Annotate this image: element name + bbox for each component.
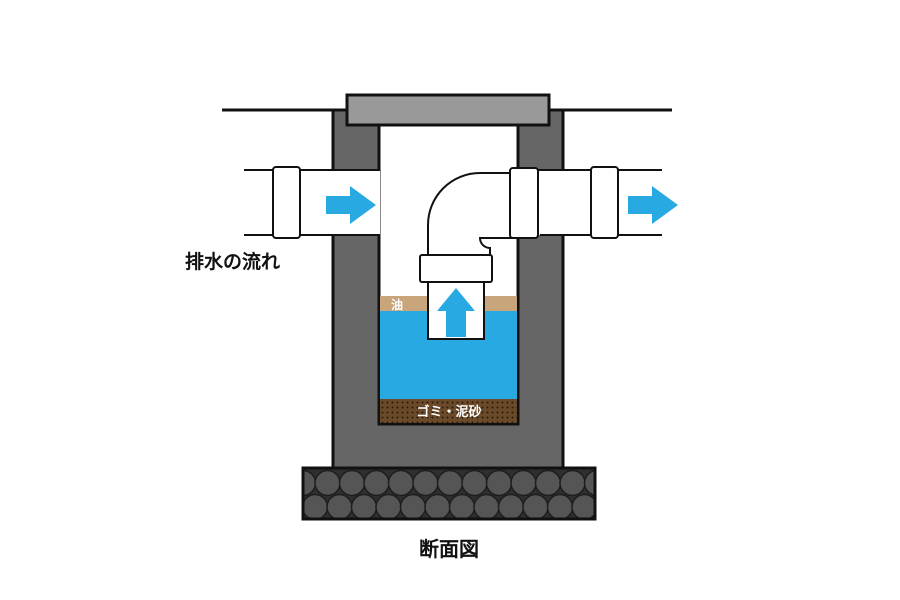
sediment-label: ゴミ・泥砂 [416,404,481,420]
gravel-stone [350,493,378,519]
gravel-stone [571,493,595,519]
gravel-stone [583,469,595,497]
upflow-arrow-icon [437,288,475,337]
gravel-stone [338,469,366,497]
sediment-layer [380,399,517,423]
gravel-stone [461,469,488,497]
flow-label: 排水の流れ [185,250,280,273]
gravel-stone [399,493,427,519]
gravel-stone [473,493,500,519]
gravel-stone [387,469,415,497]
gravel-stone [436,469,464,497]
gravel-stone [375,493,402,519]
gravel-stone [559,469,586,497]
manhole-cover [345,93,551,127]
gravel-stone [534,469,562,497]
gravel-stone [522,493,549,519]
gravel-stone [412,469,439,497]
elbow-pipe [427,172,513,257]
gravel-stone [448,493,476,519]
caption-label: 断面図 [419,537,479,561]
outlet-pipe-coupling [590,166,619,239]
gravel-stone [485,469,513,497]
outflow-arrow-icon [628,186,678,224]
flow-arrow-icon [326,186,376,224]
gravel-stones [303,469,595,519]
gravel-stone [314,469,341,497]
gravel-stone [303,493,329,519]
stone-base-outline [301,466,597,521]
elbow-pipe-lower-joint [419,254,493,283]
gravel-stone [510,469,537,497]
elbow-pipe-upper-joint [509,167,539,239]
gravel-stone [546,493,574,519]
oil-label: 油 [391,297,403,312]
gravel-stone [497,493,525,519]
gravel-stone [326,493,353,519]
gravel-stone [424,493,451,519]
gravel-stone [363,469,390,497]
inlet-pipe-coupling [272,166,301,239]
